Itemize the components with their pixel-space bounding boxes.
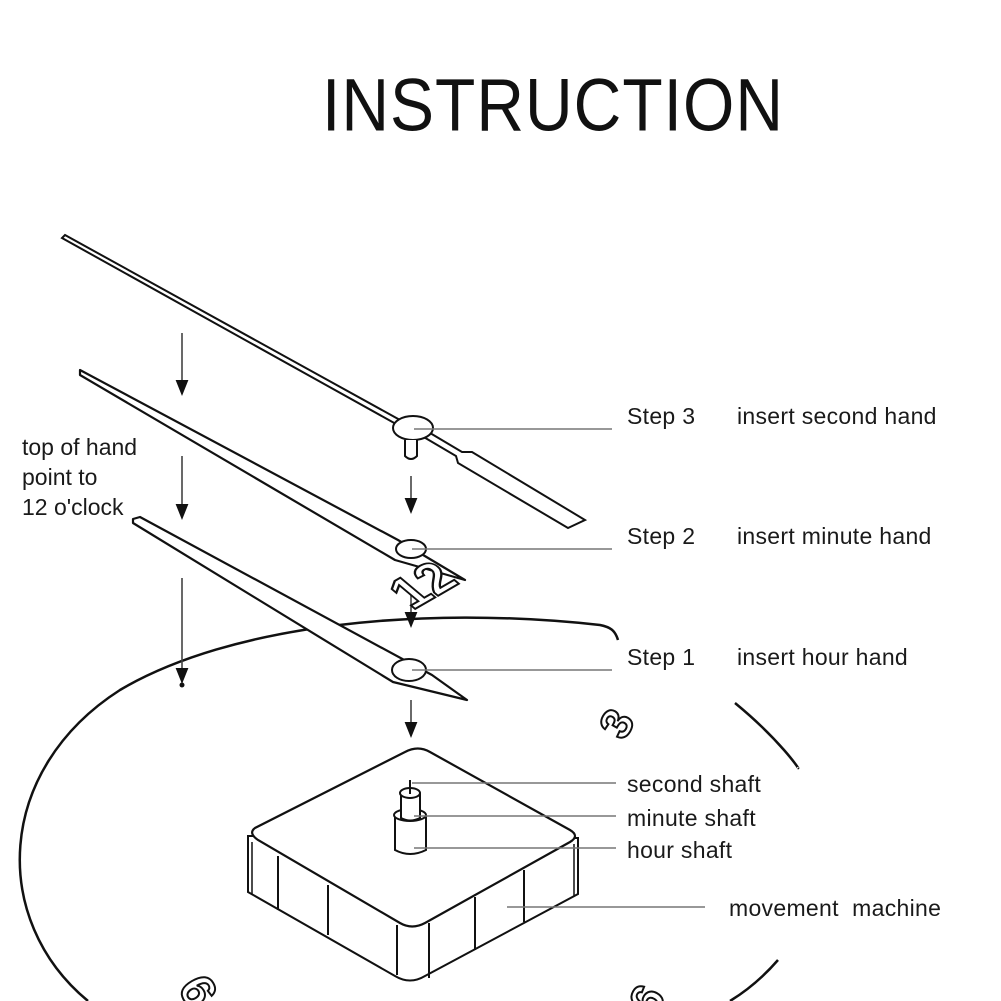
step-number: Step 3 xyxy=(627,403,696,429)
step-action: insert hour hand xyxy=(737,644,909,670)
step-action: insert second hand xyxy=(737,403,937,429)
second-shaft-label: second shaft xyxy=(627,771,762,797)
minute-shaft-label: minute shaft xyxy=(627,805,756,831)
clock-dial-outline-right xyxy=(734,702,800,770)
step-1-label: Step 1 insert hour hand xyxy=(627,644,908,671)
orientation-note: top of hand point to 12 o'clock xyxy=(22,432,137,522)
dial-numeral-9: 9 xyxy=(169,966,228,1001)
step-number: Step 2 xyxy=(627,523,696,549)
clock-dial-outline-right-bottom xyxy=(729,959,779,1001)
step-2-label: Step 2 insert minute hand xyxy=(627,523,932,550)
page-title: INSTRUCTION xyxy=(322,63,784,147)
second-hand xyxy=(60,233,588,530)
note-line: 12 o'clock xyxy=(22,494,124,520)
movement-machine-label: movement machine xyxy=(729,895,942,921)
hour-shaft-label: hour shaft xyxy=(627,837,733,863)
hour-hand xyxy=(131,515,469,702)
twelve-oclock-dot xyxy=(179,682,185,688)
movement-machine xyxy=(247,747,579,982)
minute-hand xyxy=(78,368,467,582)
step-3-label: Step 3 insert second hand xyxy=(627,403,937,430)
dial-numeral-3: 3 xyxy=(590,701,645,747)
step-number: Step 1 xyxy=(627,644,696,670)
note-line: top of hand xyxy=(22,434,138,460)
dial-numeral-6: 6 xyxy=(618,976,676,1001)
note-line: point to xyxy=(22,464,98,490)
dial-numeral-12: 12 xyxy=(375,552,469,618)
clock-dial-outline xyxy=(18,616,620,1001)
step-action: insert minute hand xyxy=(737,523,932,549)
